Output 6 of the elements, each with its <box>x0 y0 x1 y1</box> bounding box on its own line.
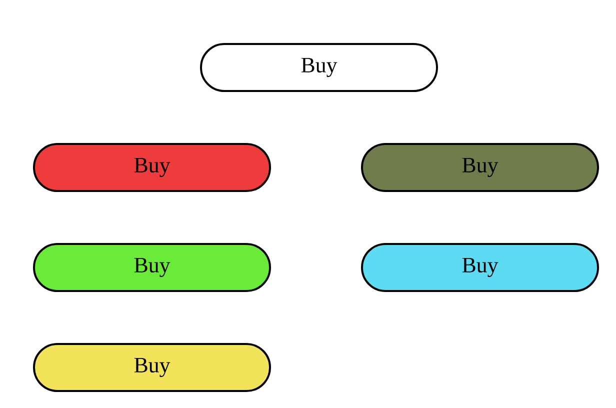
buy-button: Buy <box>200 43 438 92</box>
buy-button: Buy <box>33 243 271 292</box>
buy-button: Buy <box>361 143 599 192</box>
buy-button: Buy <box>33 343 271 392</box>
buy-button: Buy <box>361 243 599 292</box>
buy-button: Buy <box>33 143 271 192</box>
